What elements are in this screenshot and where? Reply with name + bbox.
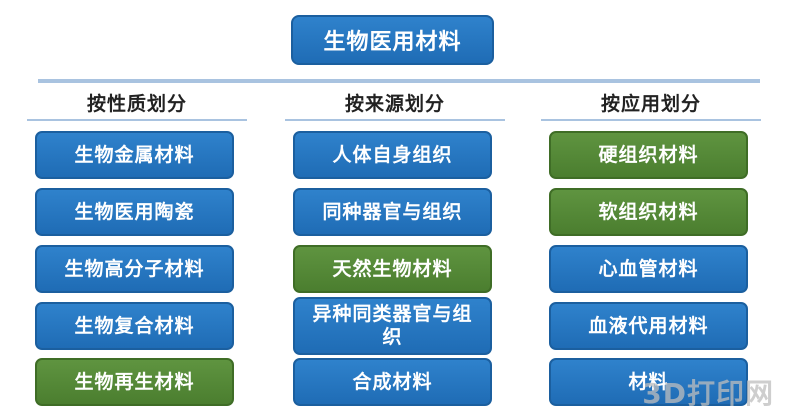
node-label: 生物金属材料	[74, 143, 195, 166]
node-label: 生物医用陶瓷	[74, 200, 195, 223]
node-label: 生物高分子材料	[64, 257, 205, 280]
node-label: 生物复合材料	[74, 314, 195, 337]
node-label: 心血管材料	[598, 257, 699, 280]
column-rule-property	[27, 119, 247, 121]
node-synthetic-materials: 合成材料	[293, 358, 492, 406]
column-heading-application: 按应用划分	[600, 93, 701, 115]
node-partial-materials: 材料	[549, 358, 748, 406]
node-label: 合成材料	[352, 370, 433, 393]
node-label: 天然生物材料	[332, 257, 453, 280]
column-heading-property: 按性质划分	[86, 93, 187, 115]
node-allogeneic-organs: 同种器官与组织	[293, 188, 492, 236]
node-label: 生物再生材料	[74, 370, 195, 393]
column-heading-source: 按来源划分	[344, 93, 445, 115]
node-cardiovascular: 心血管材料	[549, 245, 748, 293]
watermark: 3D打印网	[642, 377, 774, 410]
node-label: 异种同类器官与组织	[312, 303, 473, 348]
root-label: 生物医用材料	[323, 30, 462, 55]
root-node: 生物医用材料	[291, 15, 494, 65]
main-divider	[38, 79, 760, 83]
node-soft-tissue: 软组织材料	[549, 188, 748, 236]
node-label: 软组织材料	[598, 200, 699, 223]
node-label: 同种器官与组织	[322, 200, 463, 223]
node-polymer-materials: 生物高分子材料	[35, 245, 234, 293]
node-label: 硬组织材料	[598, 143, 699, 166]
node-xenogeneic-organs: 异种同类器官与组织	[293, 297, 492, 355]
node-composite-materials: 生物复合材料	[35, 302, 234, 350]
node-regenerative-materials: 生物再生材料	[35, 358, 234, 406]
column-rule-application	[541, 119, 761, 121]
column-rule-source	[285, 119, 505, 121]
node-blood-substitute: 血液代用材料	[549, 302, 748, 350]
node-metal-materials: 生物金属材料	[35, 131, 234, 179]
node-label: 人体自身组织	[332, 143, 453, 166]
node-hard-tissue: 硬组织材料	[549, 131, 748, 179]
node-autologous-tissue: 人体自身组织	[293, 131, 492, 179]
node-natural-materials: 天然生物材料	[293, 245, 492, 293]
node-ceramics: 生物医用陶瓷	[35, 188, 234, 236]
node-label: 材料	[628, 370, 669, 393]
node-label: 血液代用材料	[588, 314, 709, 337]
